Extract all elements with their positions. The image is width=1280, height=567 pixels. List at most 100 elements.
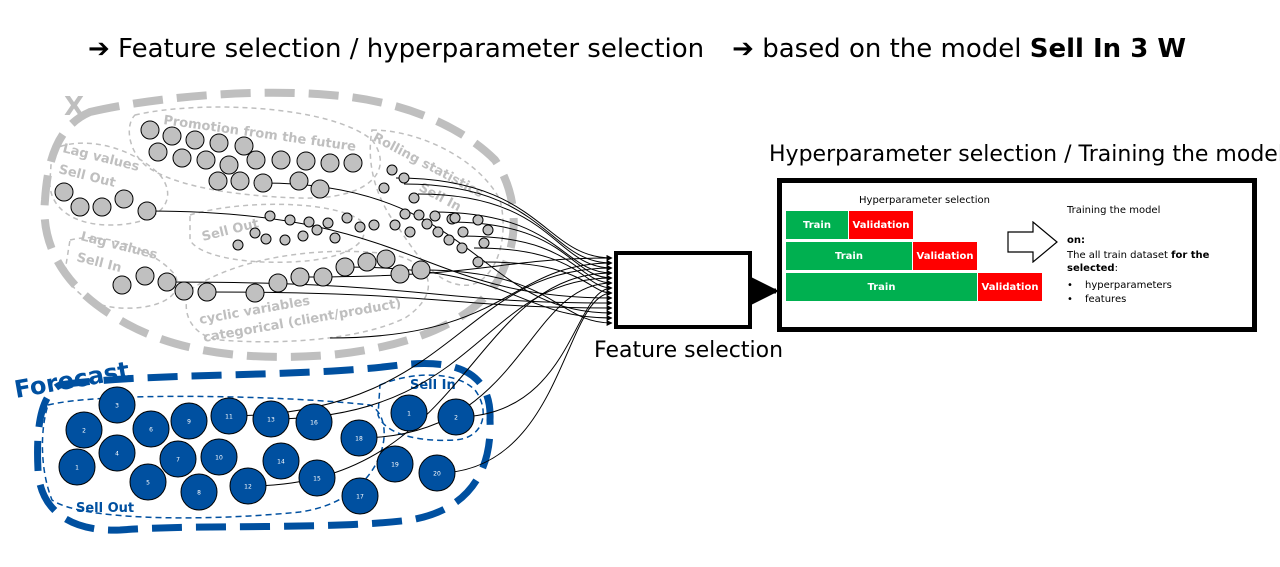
historical-feature-node	[343, 153, 363, 173]
right-arrow-icon	[1007, 221, 1058, 263]
forecast-sell-out-node: 15	[298, 459, 336, 497]
lag-sell-in-group-outline	[65, 236, 178, 309]
forecast-sell-out-node: 16	[295, 403, 333, 441]
historical-feature-node	[411, 260, 431, 280]
forecast-sell-out-node: 10	[200, 438, 238, 476]
historical-feature-node	[429, 210, 441, 222]
forecast-sell-out-node: 11	[210, 397, 248, 435]
feature-connector	[447, 221, 613, 281]
historical-feature-node	[296, 151, 316, 171]
headline: ➔ Feature selection / hyperparameter sel…	[88, 34, 1186, 64]
cyclic-group-outline	[185, 250, 430, 343]
forecast-node-label: 1	[75, 465, 79, 472]
forecast-sell-out-node: 9	[170, 402, 208, 440]
feature-connector	[436, 290, 613, 474]
historical-feature-node	[284, 214, 296, 226]
forecast-node-label: 2	[82, 428, 86, 435]
historical-feature-node	[245, 283, 265, 303]
forecast-node-label: 12	[244, 484, 252, 491]
forecast-sell-out-node: 7	[159, 440, 197, 478]
forecast-sell-out-node: 13	[252, 400, 290, 438]
headline-part2: ➔ based on the model	[732, 34, 1022, 64]
headline-part1: ➔ Feature selection / hyperparameter sel…	[88, 34, 705, 64]
forecast-sell-out-node: 20	[418, 454, 456, 492]
feature-selection-box	[614, 251, 752, 329]
historical-feature-node	[260, 233, 272, 245]
feature-connector	[403, 183, 613, 266]
historical-feature-node	[310, 179, 330, 199]
lag-sell-in-label-2: Sell In	[75, 250, 123, 276]
historical-features-outline	[40, 88, 518, 361]
historical-feature-node	[246, 150, 266, 170]
feature-connector	[358, 280, 613, 439]
historical-feature-node	[313, 267, 333, 287]
training-description: The all train dataset for the selected:	[1067, 249, 1247, 275]
historical-feature-node	[271, 150, 291, 170]
hp-panel-title: Hyperparameter selection / Training the …	[769, 142, 1280, 167]
forecast-sell-out-node: 17	[341, 477, 379, 515]
historical-feature-node	[472, 256, 484, 268]
forecast-node-label: 3	[115, 403, 119, 410]
historical-feature-node	[389, 219, 401, 231]
desc-bold: for the selected	[1067, 250, 1210, 274]
feature-connector	[299, 255, 613, 278]
historical-feature-node	[478, 237, 490, 249]
forecast-sell-out-node: 8	[180, 473, 218, 511]
historical-feature-node	[264, 210, 276, 222]
forecast-sell-in-node: 2	[437, 398, 475, 436]
historical-feature-node	[234, 136, 254, 156]
historical-feature-node	[54, 182, 74, 202]
historical-feature-node	[398, 172, 410, 184]
forecast-sell-out-node: 6	[132, 410, 170, 448]
historical-feature-node	[413, 209, 425, 221]
rolling-stats-group-outline	[369, 129, 504, 286]
fold-3-train: Train	[786, 273, 977, 301]
historical-feature-node	[148, 142, 168, 162]
forecast-group-outline	[34, 360, 494, 534]
historical-feature-node	[279, 234, 291, 246]
historical-feature-node	[249, 227, 261, 239]
historical-feature-node	[443, 234, 455, 246]
historical-feature-node	[172, 148, 192, 168]
forecast-node-label: 11	[225, 414, 233, 421]
historical-feature-node	[70, 197, 90, 217]
forecast-node-label: 10	[215, 455, 223, 462]
historical-feature-node	[482, 224, 494, 236]
forecast-node-label: 2	[454, 415, 458, 422]
historical-feature-node	[457, 226, 469, 238]
fold-1-train: Train	[786, 211, 848, 239]
historical-feature-node	[329, 232, 341, 244]
feature-connector	[166, 281, 613, 306]
desc-post: :	[1114, 263, 1118, 274]
historical-feature-node	[157, 272, 177, 292]
forecast-sell-out-node: 4	[98, 434, 136, 472]
promotion-group-outline	[128, 106, 382, 199]
forecast-sell-out-label: Sell Out	[76, 501, 134, 516]
forecast-sell-out-node: 3	[98, 386, 136, 424]
forecast-node-label: 6	[149, 427, 153, 434]
historical-feature-node	[354, 221, 366, 233]
feature-connector	[431, 211, 613, 276]
forecast-sell-out-node: 12	[229, 467, 267, 505]
forecast-node-label: 1	[407, 411, 411, 418]
historical-feature-node	[341, 212, 353, 224]
historical-feature-node	[378, 182, 390, 194]
feature-connector	[270, 275, 613, 420]
historical-feature-node	[162, 126, 182, 146]
historical-feature-node	[472, 214, 484, 226]
historical-feature-node	[209, 133, 229, 153]
historical-feature-node	[114, 189, 134, 209]
forecast-node-label: 17	[356, 494, 364, 501]
feature-connector	[329, 260, 613, 339]
feature-connector	[206, 291, 613, 311]
historical-feature-node	[432, 226, 444, 238]
headline-model: Sell In 3 W	[1029, 34, 1187, 64]
historical-feature-node	[297, 230, 309, 242]
historical-feature-node	[322, 217, 334, 229]
forecast-sell-out-node: 2	[65, 411, 103, 449]
forecast-sell-out-node: 19	[376, 445, 414, 483]
forecast-sell-in-node: 1	[390, 394, 428, 432]
on-label: on:	[1067, 235, 1085, 246]
historical-feature-node	[185, 130, 205, 150]
